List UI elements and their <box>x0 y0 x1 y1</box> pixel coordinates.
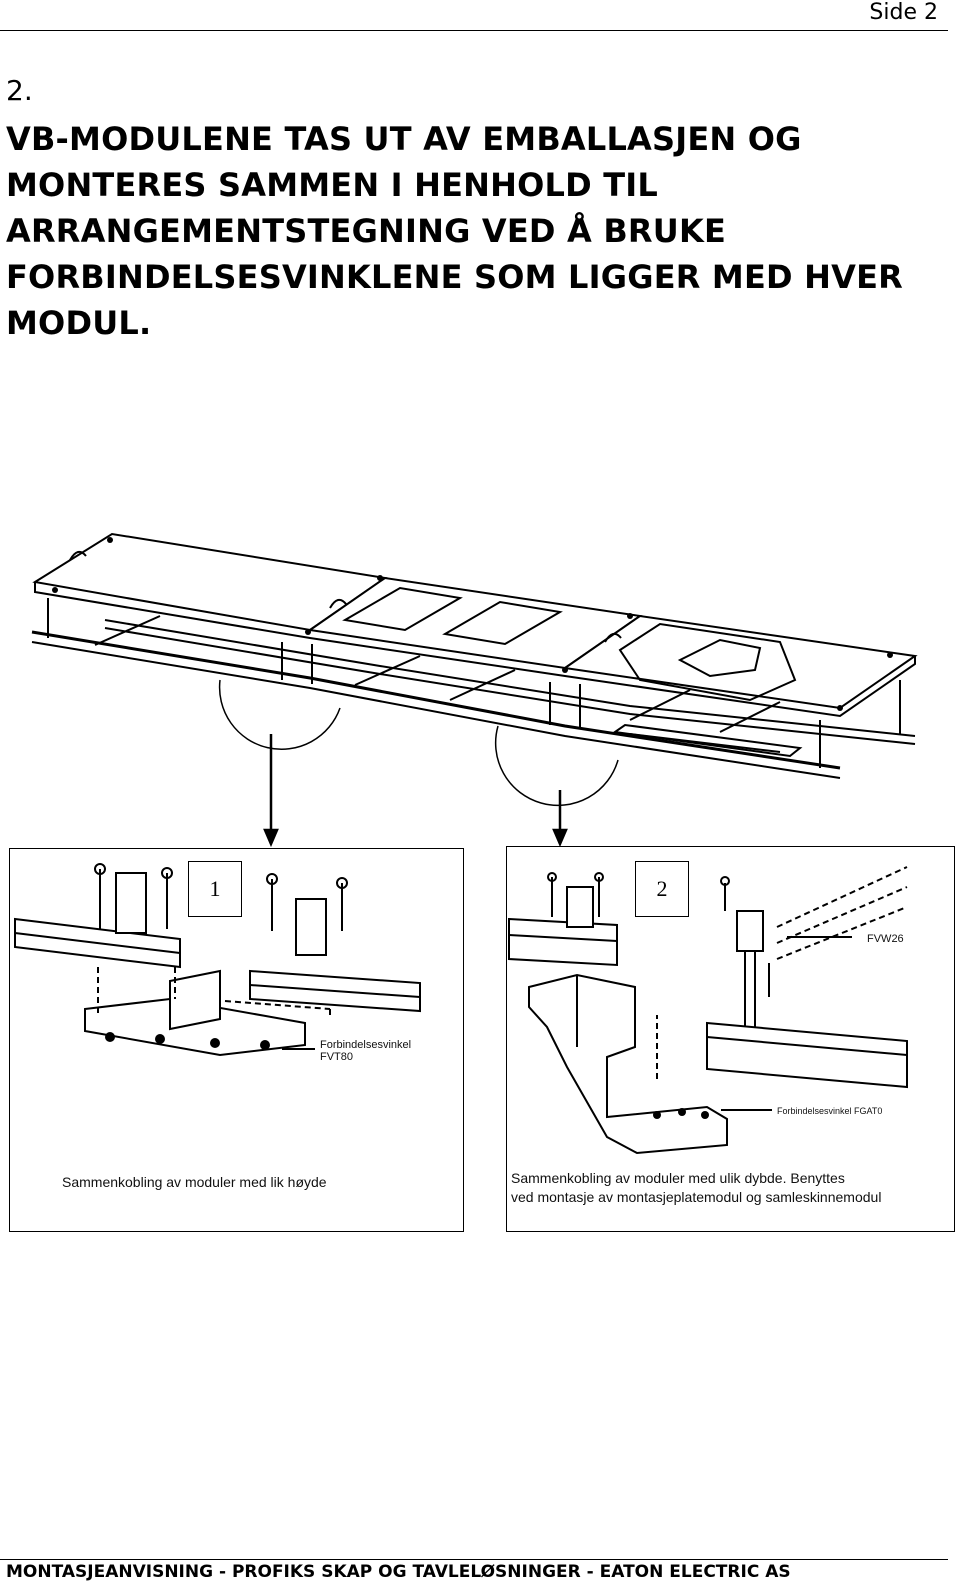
instruction-line: VB-MODULENE TAS UT AV EMBALLASJEN OG <box>6 120 802 158</box>
footer-text: MONTASJEANVISNING - PROFIKS SKAP OG TAVL… <box>6 1562 791 1582</box>
instruction-text: VB-MODULENE TAS UT AV EMBALLASJEN OG MON… <box>6 116 946 346</box>
detail-panel-2: 2 <box>506 846 955 1232</box>
detail-caption-line-2: ved montasje av montasjeplatemodul og sa… <box>511 1189 882 1205</box>
callout-label-top: FVW26 <box>867 933 904 945</box>
callout-label: Forbindelsesvinkel <box>320 1039 412 1051</box>
callout-label-bottom: Forbindelsesvinkel FGAT0 <box>777 1106 883 1116</box>
step-number: 2. <box>6 74 33 107</box>
instruction-line: ARRANGEMENTSTEGNING VED Å BRUKE <box>6 212 727 250</box>
detail-panel-1: 1 <box>9 848 464 1232</box>
instruction-line: MONTERES SAMMEN I HENHOLD TIL <box>6 166 658 204</box>
page-number: Side 2 <box>869 0 938 25</box>
instruction-line: MODUL. <box>6 304 152 342</box>
module-assembly-drawing <box>31 532 918 848</box>
detail-number-badge: 1 <box>188 861 242 917</box>
detail-caption-line-1: Sammenkobling av moduler med ulik dybde.… <box>511 1170 845 1186</box>
callout-code: FVT80 <box>320 1051 354 1063</box>
detail-caption: Sammenkobling av moduler med lik høyde <box>62 1174 327 1190</box>
connection-bracket-drawing <box>508 866 908 1155</box>
connection-bracket-drawing <box>14 863 421 1057</box>
instruction-line: FORBINDELSESVINKLENE SOM LIGGER MED HVER <box>6 258 903 296</box>
detail-number-badge: 2 <box>635 861 689 917</box>
header-divider <box>0 30 948 31</box>
footer-divider <box>0 1559 948 1560</box>
